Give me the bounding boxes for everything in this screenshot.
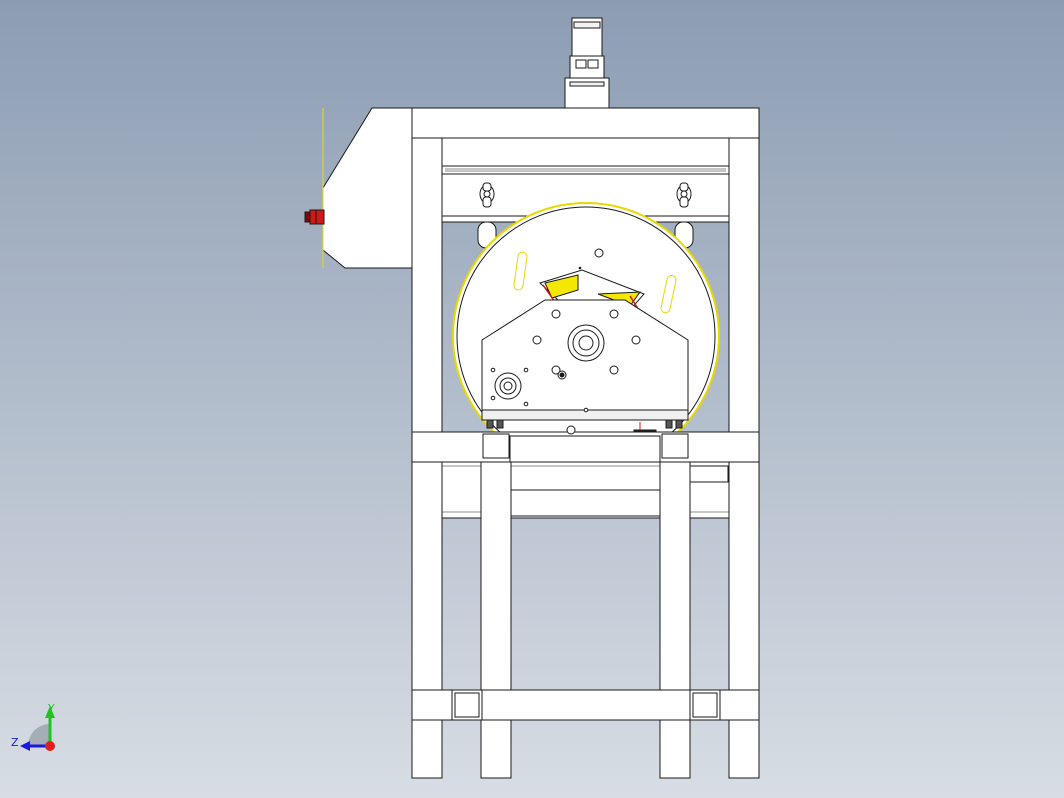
feet bbox=[411, 719, 760, 779]
motor bbox=[564, 17, 610, 109]
top-crossbeam bbox=[411, 107, 760, 139]
y-axis-label: Y bbox=[47, 702, 55, 715]
emergency-stop-button bbox=[304, 209, 325, 225]
coordinate-triad: Y Z bbox=[11, 702, 55, 751]
z-axis-label: Z bbox=[11, 736, 19, 749]
bottom-crossbeam bbox=[411, 689, 760, 721]
triad-arc bbox=[28, 724, 50, 746]
wing-nut-left bbox=[479, 182, 495, 208]
upper-frame-rail bbox=[411, 137, 760, 167]
inner-top-brace bbox=[510, 489, 661, 517]
x-axis-dot bbox=[45, 741, 55, 751]
gearbox-housing bbox=[481, 266, 689, 421]
middle-crossbeam bbox=[411, 425, 760, 463]
wing-nut-right bbox=[676, 182, 692, 208]
